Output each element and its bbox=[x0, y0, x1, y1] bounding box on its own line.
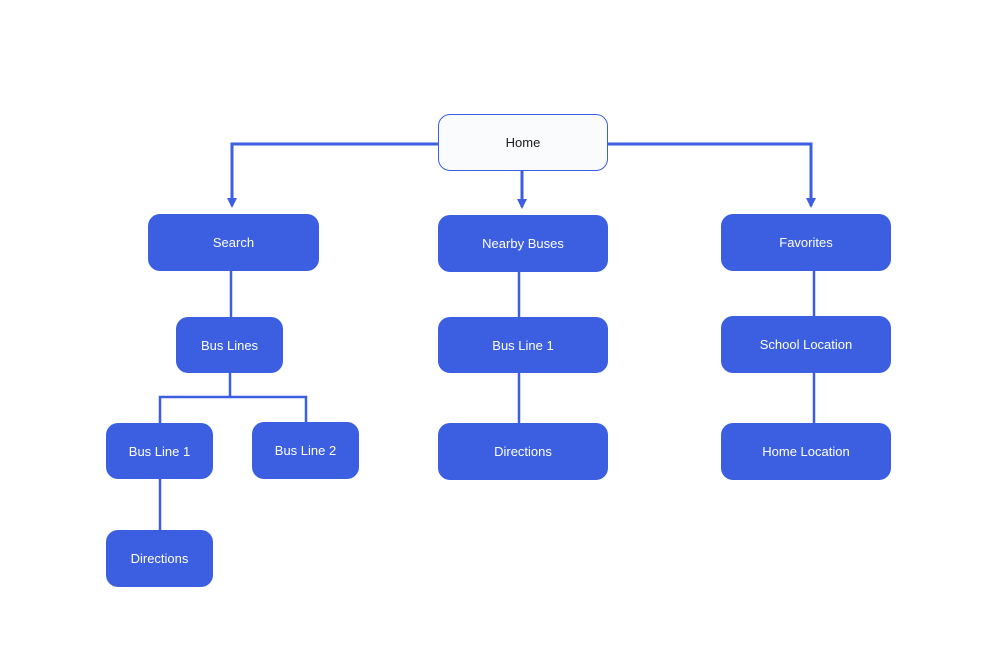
node-home-location[interactable]: Home Location bbox=[721, 423, 891, 480]
node-favorites[interactable]: Favorites bbox=[721, 214, 891, 271]
node-search-bus-line-1[interactable]: Bus Line 1 bbox=[106, 423, 213, 479]
node-search-bus-line-1-label: Bus Line 1 bbox=[128, 443, 191, 459]
node-search-bus-line-2-label: Bus Line 2 bbox=[274, 443, 337, 458]
node-home-location-label: Home Location bbox=[762, 444, 850, 459]
node-home-label: Home bbox=[505, 135, 541, 150]
connector-bus-lines-to-line-1 bbox=[158, 395, 230, 423]
node-favorites-label: Favorites bbox=[779, 235, 833, 250]
node-search-label: Search bbox=[212, 235, 255, 250]
node-bus-lines[interactable]: Bus Lines bbox=[176, 317, 283, 373]
connector-home-search bbox=[227, 142, 438, 208]
node-school-location-label: School Location bbox=[759, 337, 853, 352]
node-school-location[interactable]: School Location bbox=[721, 316, 891, 373]
node-search[interactable]: Search bbox=[148, 214, 319, 271]
node-nearby-bus-line-1[interactable]: Bus Line 1 bbox=[438, 317, 608, 373]
node-home[interactable]: Home bbox=[438, 114, 608, 171]
node-search-bus-line-2[interactable]: Bus Line 2 bbox=[252, 422, 359, 479]
node-bus-lines-label: Bus Lines bbox=[200, 337, 259, 353]
node-nearby-directions[interactable]: Directions bbox=[438, 423, 608, 480]
node-search-directions-label: Directions bbox=[130, 551, 189, 566]
node-nearby-bus-line-1-label: Bus Line 1 bbox=[492, 337, 554, 353]
node-search-directions[interactable]: Directions bbox=[106, 530, 213, 587]
node-nearby-buses[interactable]: Nearby Buses bbox=[438, 215, 608, 272]
connector-bus-lines-to-line-2 bbox=[230, 395, 308, 423]
connector-home-favorites bbox=[607, 142, 816, 208]
node-nearby-buses-label: Nearby Buses bbox=[482, 236, 564, 251]
node-nearby-directions-label: Directions bbox=[494, 444, 552, 459]
